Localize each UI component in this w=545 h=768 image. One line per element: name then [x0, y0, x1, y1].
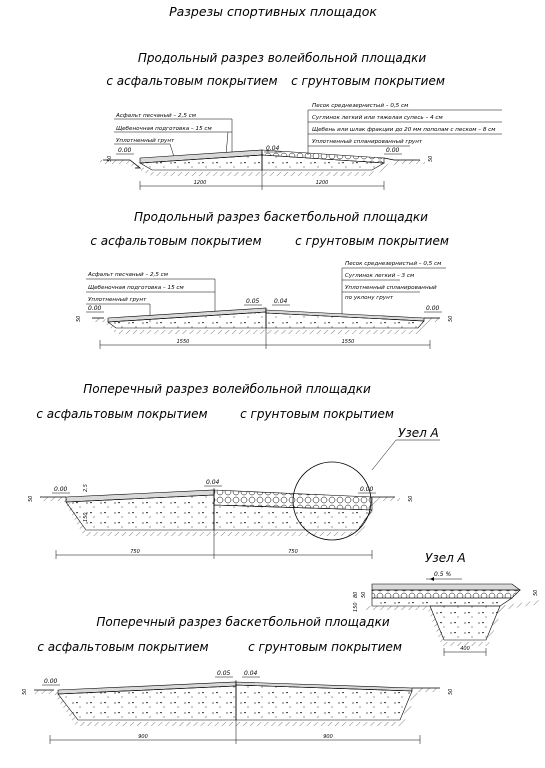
dimension: 1200: [316, 180, 329, 186]
section-heading: Поперечный разрез баскетбольной площадки: [96, 615, 389, 629]
label-crushed-stone: Щебеночная подготовка – 15 см: [88, 285, 184, 291]
label-planned-soil: Уплотненный спланированный грунт: [312, 139, 423, 145]
level-mark: 0.04: [244, 670, 258, 677]
section-volleyball-transverse: Поперечный разрез волейбольной площадки …: [28, 382, 440, 559]
level-mark: 0.00: [426, 305, 440, 312]
label-slope-soil: по уклону грунт: [345, 295, 394, 301]
dimension: 1550: [342, 339, 355, 345]
section-basketball-longitudinal: Продольный разрез баскетбольной площадки…: [76, 210, 454, 349]
label-compacted-soil: Уплотненный грунт: [116, 138, 175, 144]
detail-mark: 150: [353, 602, 359, 612]
right-caption: с грунтовым покрытием: [248, 640, 402, 654]
label-asphalt: Асфальт песчаный – 2,5 см: [87, 272, 169, 278]
slope-mark: 0.5 %: [434, 571, 451, 578]
section-volleyball-longitudinal: Продольный разрез волейбольной площадки …: [100, 51, 502, 190]
level-mark: 0.04: [266, 145, 280, 152]
label-gravel-sand: Щебень или шлак фракции до 20 мм пополам…: [312, 127, 496, 133]
detail-mark: 50: [533, 590, 539, 596]
level-mark: 0.00: [118, 147, 132, 154]
node-a-detail: Узел А 0.5 % 80 150 50 50 400: [353, 551, 540, 656]
level-mark: 0.04: [206, 479, 220, 486]
dimension: 900: [323, 734, 333, 740]
dimension: 1550: [177, 339, 190, 345]
detail-mark: 80: [353, 592, 359, 598]
left-caption: с асфальтовым покрытием: [90, 234, 261, 248]
side-mark: 50: [448, 316, 454, 322]
side-mark: 50: [76, 316, 82, 322]
side-mark: 50: [107, 156, 113, 162]
side-mark: 50: [448, 689, 454, 695]
level-mark: 0.04: [274, 298, 288, 305]
level-mark: 0.00: [88, 305, 102, 312]
label-sand: Песок среднезернистый – 0,5 см: [345, 261, 442, 267]
small-mark: 2.5: [83, 484, 89, 492]
side-mark: 50: [22, 689, 28, 695]
section-heading: Продольный разрез волейбольной площадки: [138, 51, 426, 65]
dimension: 900: [138, 734, 148, 740]
side-mark: 50: [408, 496, 414, 502]
right-caption: с грунтовым покрытием: [240, 407, 394, 421]
section-basketball-transverse: Поперечный разрез баскетбольной площадки…: [22, 615, 454, 744]
label-compacted-soil: Уплотненный грунт: [88, 297, 147, 303]
label-asphalt: Асфальт песчаный – 2,5 см: [115, 113, 197, 119]
level-mark: 0.00: [44, 678, 58, 685]
level-mark: 0.00: [360, 486, 374, 493]
label-sand: Песок среднезернистый – 0,5 см: [312, 103, 409, 109]
section-heading: Продольный разрез баскетбольной площадки: [134, 210, 428, 224]
section-heading: Поперечный разрез волейбольной площадки: [83, 382, 371, 396]
left-caption: с асфальтовым покрытием: [106, 74, 277, 88]
left-caption: с асфальтовым покрытием: [36, 407, 207, 421]
dimension: 750: [288, 549, 298, 555]
node-title: Узел А: [425, 551, 466, 565]
level-mark: 0.00: [54, 486, 68, 493]
label-crushed-stone: Щебеночная подготовка – 15 см: [116, 126, 212, 132]
dimension: 400: [460, 646, 470, 652]
level-mark: 0.05: [217, 670, 231, 677]
page-title: Разрезы спортивных площадок: [169, 4, 377, 19]
level-mark: 0.05: [246, 298, 260, 305]
side-mark: 50: [28, 496, 34, 502]
right-caption: с грунтовым покрытием: [295, 234, 449, 248]
right-caption: с грунтовым покрытием: [291, 74, 445, 88]
level-mark: 0.00: [386, 147, 400, 154]
label-loam: Суглинок легкий или тяжелая супесь – 4 с…: [312, 115, 443, 121]
detail-mark: 50: [361, 592, 367, 598]
side-mark: 50: [428, 156, 434, 162]
node-label: Узел А: [398, 426, 439, 440]
label-loam: Суглинок легкий – 3 см: [345, 273, 415, 279]
dimension: 750: [130, 549, 140, 555]
left-caption: с асфальтовым покрытием: [37, 640, 208, 654]
dimension: 1200: [194, 180, 207, 186]
label-planned-soil: Уплотненный спланированный: [345, 285, 437, 291]
